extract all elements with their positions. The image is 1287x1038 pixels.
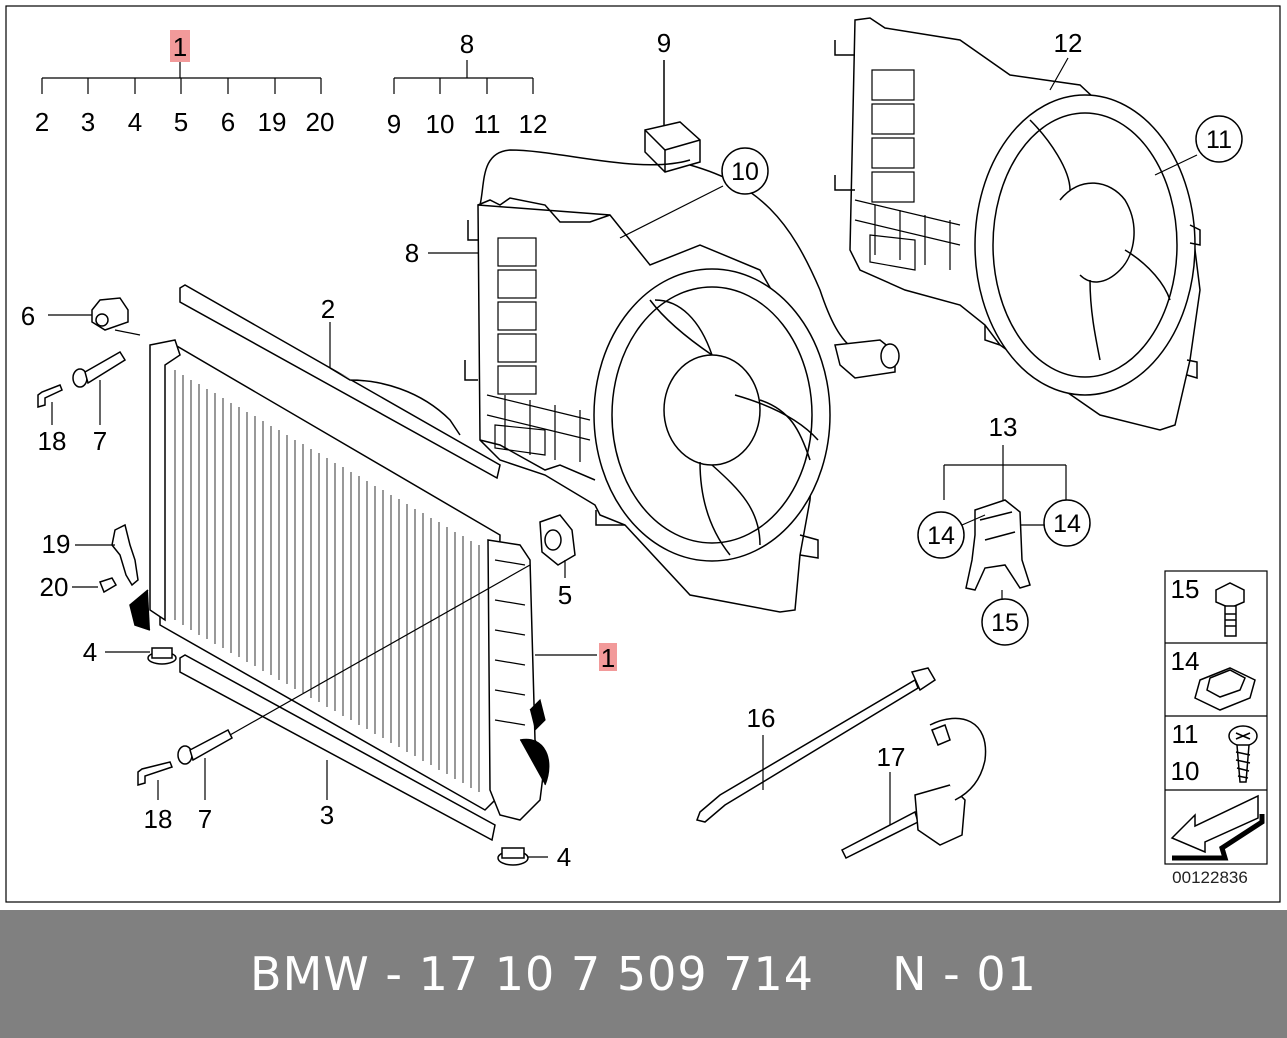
label-15: 15	[991, 609, 1019, 637]
group-1-child-4: 4	[128, 107, 142, 137]
hardware-legend: 15 14 11 10	[1164, 570, 1268, 865]
seal-strip-3	[179, 654, 496, 842]
fan-shroud-assembly-8	[428, 149, 900, 613]
label-11: 11	[1206, 126, 1232, 154]
screw-icon	[1228, 725, 1258, 783]
label-14-right: 14	[1053, 510, 1081, 538]
part-20-screw	[72, 577, 118, 594]
label-18-upper: 18	[38, 426, 67, 456]
radiator-1	[129, 339, 597, 821]
bracket-15	[961, 499, 1045, 600]
group-8-child-10: 10	[426, 109, 455, 139]
group-1-child-6: 6	[221, 107, 235, 137]
group-1-child-3: 3	[81, 107, 95, 137]
group-1-child-20: 20	[306, 107, 335, 137]
callout-circle-10	[721, 147, 769, 195]
callout-circle-14-left	[917, 511, 965, 559]
legend-label-15: 15	[1171, 574, 1200, 604]
document-number: 00122836	[1172, 868, 1248, 887]
group-8-child-11: 11	[474, 109, 501, 139]
group-1-parent-label: 1	[173, 32, 187, 62]
cable-tie-16	[696, 667, 937, 823]
diagram-frame	[5, 5, 1281, 903]
callout-circle-14-right	[1043, 499, 1091, 547]
label-12: 12	[1054, 28, 1083, 58]
highlight-box-part-1	[599, 643, 617, 671]
label-5: 5	[558, 580, 572, 610]
part-number-text: BMW - 17 10 7 509 714 N - 01	[250, 947, 1037, 1001]
label-7-upper: 7	[93, 426, 107, 456]
radiator-fins	[174, 370, 480, 792]
label-20: 20	[40, 572, 69, 602]
label-14-left: 14	[927, 522, 955, 550]
diagram-canvas: 1 2 3 4 5 6 19	[5, 5, 1281, 903]
pin-7-lower	[177, 564, 531, 800]
part-4-grommet-left	[105, 647, 177, 665]
label-19: 19	[42, 529, 71, 559]
part-number-footer: BMW - 17 10 7 509 714 N - 01	[0, 910, 1287, 1038]
group-8-tree: 8 9 10 11 12	[387, 29, 548, 139]
cable-tie-17	[840, 717, 987, 860]
callout-circle-15	[981, 598, 1029, 646]
label-10: 10	[731, 158, 759, 186]
relay-part-9: 9	[644, 28, 701, 173]
group-1-child-5: 5	[174, 107, 188, 137]
direction-arrow-icon	[1170, 794, 1265, 861]
bolt-18-upper	[37, 384, 63, 425]
label-9: 9	[657, 28, 671, 58]
label-13: 13	[989, 412, 1018, 442]
bolt-18-lower	[137, 761, 173, 800]
highlight-box-group-1	[170, 30, 190, 62]
part-6-mount	[48, 297, 141, 336]
bolt-15-icon	[1215, 582, 1245, 637]
label-4-right: 4	[557, 842, 571, 872]
label-3: 3	[320, 800, 334, 830]
label-6: 6	[21, 301, 35, 331]
fan-shroud-12	[834, 17, 1201, 431]
legend-label-14: 14	[1171, 646, 1200, 676]
label-17: 17	[877, 742, 906, 772]
group-1-child-2: 2	[35, 107, 49, 137]
legend-label-11: 11	[1172, 719, 1199, 749]
label-2: 2	[321, 294, 335, 324]
part-5-mount	[539, 514, 576, 578]
label-4-left: 4	[83, 637, 97, 667]
part-4-grommet-right	[497, 847, 548, 866]
group-1-child-19: 19	[258, 107, 287, 137]
label-8: 8	[405, 238, 419, 268]
part-19-bracket	[75, 523, 139, 587]
group-8-child-9: 9	[387, 109, 401, 139]
label-1: 1	[601, 643, 615, 673]
seal-strip-2	[179, 284, 501, 480]
clip-14-icon	[1194, 667, 1256, 711]
legend-label-10: 10	[1171, 756, 1200, 786]
callout-circle-11	[1195, 115, 1243, 163]
label-7-lower: 7	[198, 804, 212, 834]
group-1-tree: 1 2 3 4 5 6 19	[35, 30, 335, 137]
exploded-parts-diagram: 1 2 3 4 5 6 19	[5, 5, 1281, 903]
group-8-parent-label: 8	[460, 29, 474, 59]
pin-7-upper	[72, 350, 127, 425]
label-18-lower: 18	[144, 804, 173, 834]
group-8-child-12: 12	[519, 109, 548, 139]
label-16: 16	[747, 703, 776, 733]
